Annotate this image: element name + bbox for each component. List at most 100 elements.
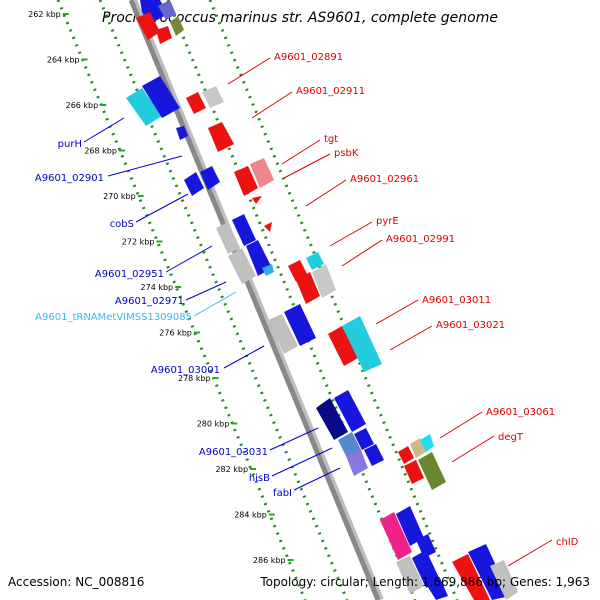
gene-fabi-blue[interactable] [364,444,384,466]
connector-pyre [329,221,373,247]
label-a9601-02991[interactable]: A9601_02991 [386,234,455,245]
label-degt[interactable]: degT [498,432,524,443]
gene-cobs[interactable] [200,166,220,190]
gene-a9601-02901[interactable] [184,172,204,196]
gene-a9601-03011[interactable] [328,326,358,366]
gene-blue-284[interactable] [396,506,424,546]
map-title: Prochlorococcus marinus str. AS9601, com… [102,10,498,26]
gene-a9601-03021[interactable] [342,316,382,372]
label-fabi[interactable]: fabI [273,488,292,499]
connector-purh [83,117,125,143]
connector-tgt [281,139,321,165]
gene-blue-287[interactable] [426,578,448,600]
gene-blue-285[interactable] [416,534,436,558]
gene-a9601-03061-red[interactable] [398,446,414,464]
gene-a9601-03031-navy[interactable] [316,398,348,440]
gene-chld-red[interactable] [452,554,490,600]
gene-a9601-02991[interactable] [296,272,320,304]
gene-top-red[interactable] [136,12,160,40]
label-a9601-02971[interactable]: A9601_02971 [115,296,184,307]
gene-purh-small[interactable] [176,126,188,140]
kbp-tick-label: 264 kbp [47,56,80,65]
gene-tgt[interactable] [234,166,258,196]
label-cobs[interactable]: cobS [110,219,134,230]
gene-a9601-02991-cyan[interactable] [306,252,324,270]
label-a9601-03001[interactable]: A9601_03001 [151,365,220,376]
kbp-tick-label: 276 kbp [159,329,192,338]
label-hisb[interactable]: hisB [249,473,270,484]
accession-text: Accession: NC_008816 [8,575,145,589]
gene-a9601-02891[interactable] [186,92,206,114]
kbp-tick-label: 272 kbp [122,238,155,247]
gene-a9601-02991-gray[interactable] [312,264,336,298]
connector-degt [451,435,495,463]
label-purh[interactable]: purH [58,139,82,150]
gene-trna-met[interactable] [262,264,274,276]
gene-psbk[interactable] [250,158,274,188]
connector-chld [507,539,553,567]
connector-cobs [135,193,189,223]
label-a9601-02911[interactable]: A9601_02911 [296,86,365,97]
right-band-border-inner [166,0,417,600]
gene-small-red-marker[interactable] [264,222,272,232]
topology-text: Topology: circular; Length: 1,669,886 bp… [260,575,590,589]
gene-purh-cyan[interactable] [126,88,162,126]
gene-a9601-03031-blue[interactable] [334,390,366,432]
kbp-tick-label: 284 kbp [234,511,267,520]
kbp-tick-label: 270 kbp [103,192,136,201]
label-a9601-02891[interactable]: A9601_02891 [274,52,343,63]
connector-a9601-02891 [227,57,271,85]
gene-a9601-02951-blue[interactable] [232,214,256,246]
label-a9601-02951[interactable]: A9601_02951 [95,269,164,280]
gene-psbk-small[interactable] [252,196,262,204]
gene-hisb-blue[interactable] [354,428,374,450]
kbp-tick-label: 274 kbp [141,283,174,292]
gene-top-purple[interactable] [158,0,176,20]
connector-a9601-02971 [185,281,227,301]
gene-blue-286[interactable] [412,550,440,588]
gene-a9601-02911[interactable] [208,122,234,152]
gene-degt-olive[interactable] [418,452,446,490]
connector-a9601-03031 [269,427,319,451]
connector-a9601-02991 [341,239,383,267]
kbp-tick-label: 282 kbp [215,465,248,474]
connector-a9601-02961 [305,179,347,207]
gene-purh-blue[interactable] [142,76,180,118]
connector-trna-met [193,291,237,317]
gene-a9601-02891-gray[interactable] [202,86,224,108]
gene-fabi[interactable] [346,448,368,476]
connector-a9601-02911 [251,91,293,119]
label-psbk[interactable]: psbK [334,148,359,159]
connector-psbk [283,153,331,179]
label-trna-met[interactable]: A9601_tRNAMetVIMSS1309085 [35,312,192,323]
gene-a9601-02971-gray[interactable] [228,248,256,284]
connector-a9601-03061 [439,411,483,439]
gene-a9601-03001-blue[interactable] [284,304,316,346]
gene-pink[interactable] [380,512,412,560]
connector-a9601-03011 [375,299,419,325]
gene-a9601-02951-gray[interactable] [216,222,240,254]
label-a9601-02961[interactable]: A9601_02961 [350,174,419,185]
label-pyre[interactable]: pyrE [376,216,399,227]
gene-a9601-03061-cyan[interactable] [420,434,434,452]
gene-chld-gray[interactable] [490,560,518,600]
label-connectors [83,57,553,567]
label-a9601-03021[interactable]: A9601_03021 [436,320,505,331]
gene-a9601-03001-gray[interactable] [268,314,298,354]
label-a9601-03011[interactable]: A9601_03011 [422,295,491,306]
left-labels: purH A9601_02901 cobS A9601_02951 A9601_… [35,139,292,499]
label-a9601-03061[interactable]: A9601_03061 [486,407,555,418]
gene-top-olive[interactable] [170,16,184,36]
gene-gray-286[interactable] [396,556,424,594]
gene-degt-red[interactable] [404,460,424,484]
right-labels: A9601_02891 A9601_02911 tgt psbK A9601_0… [274,52,579,548]
label-a9601-02901[interactable]: A9601_02901 [35,173,104,184]
label-chld[interactable]: chlD [556,537,579,548]
gene-top-red-small[interactable] [156,26,172,44]
label-tgt[interactable]: tgt [324,134,338,145]
kbp-tick-label: 262 kbp [28,10,61,19]
label-a9601-03031[interactable]: A9601_03031 [199,447,268,458]
connector-fabi [293,467,341,491]
